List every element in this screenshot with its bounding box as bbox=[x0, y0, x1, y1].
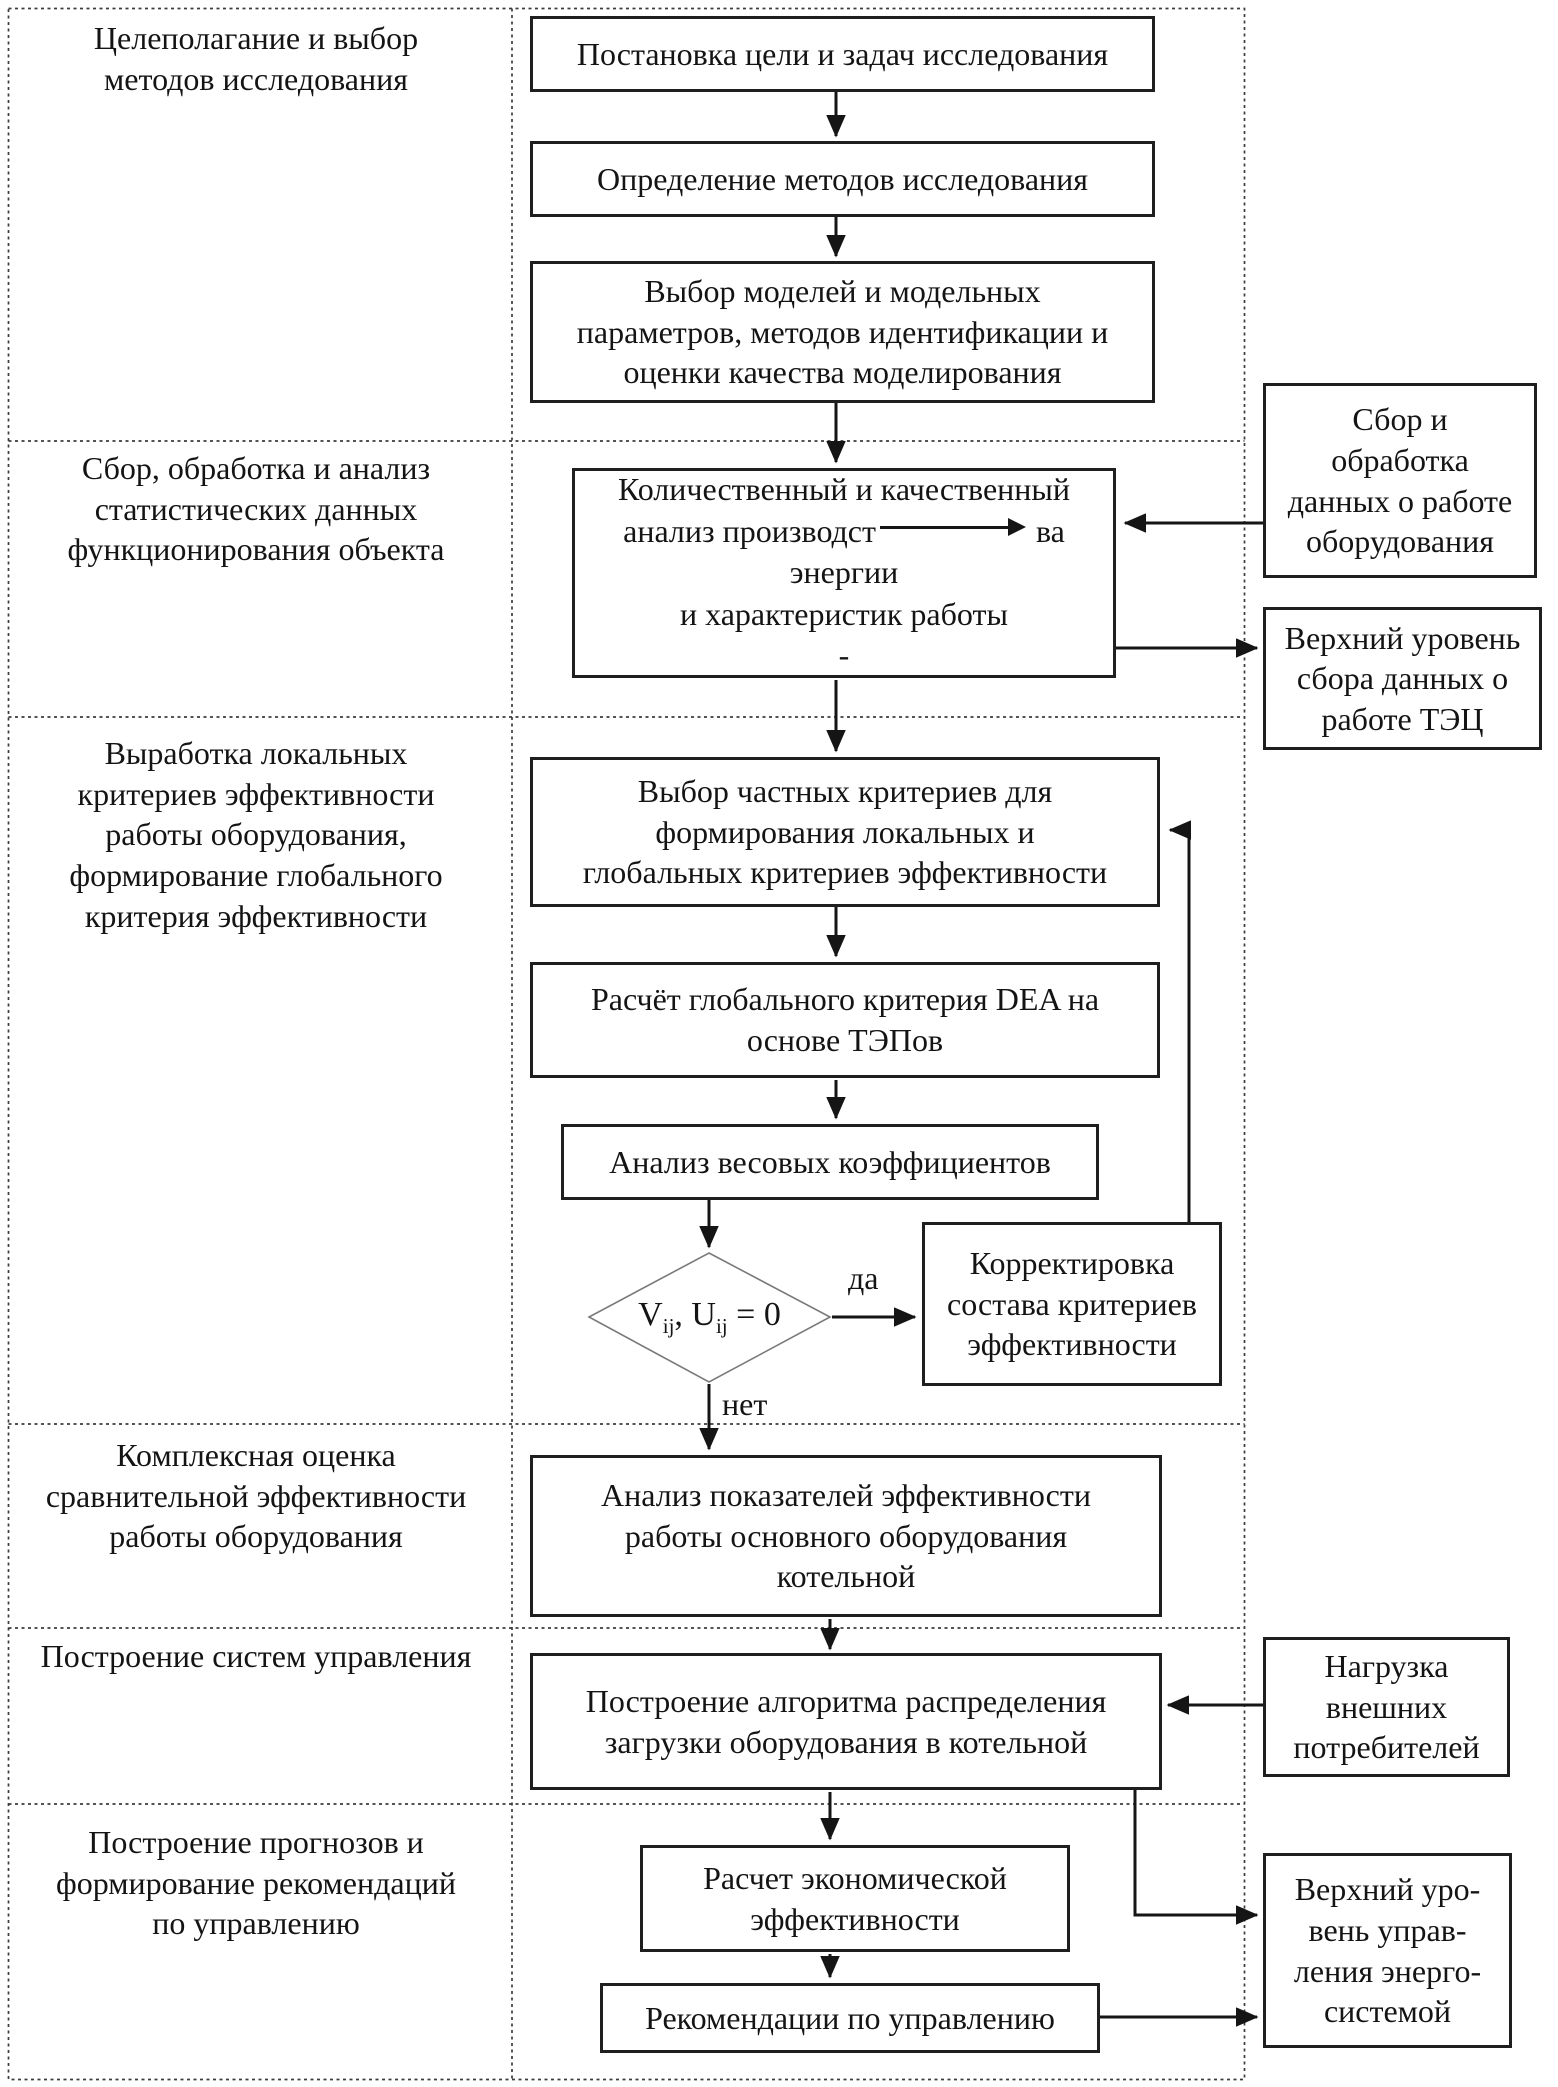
decision-label: Vij, Uij = 0 bbox=[589, 1293, 830, 1336]
arrow-algorithm-to-upper-energy bbox=[1133, 1790, 1259, 1925]
quant-analysis-content: Количественный и качественный анализ про… bbox=[585, 469, 1103, 677]
quant-analysis-line5: - bbox=[838, 637, 850, 674]
external-box-upper-energy-label: Верхний уро- вень управ- ления энерго- с… bbox=[1293, 1871, 1482, 2030]
process-box-correction-label: Корректировка состава критериев эффектив… bbox=[947, 1245, 1197, 1363]
decision-v-sub: ij bbox=[662, 1313, 675, 1338]
quant-analysis-line2-right: ва bbox=[1035, 512, 1065, 549]
dashed-frame bbox=[7, 7, 1246, 2081]
stage-label-forecasts: Построение прогнозов и формирование реко… bbox=[56, 1824, 456, 1942]
decision-diamond-shape bbox=[587, 1252, 832, 1383]
process-box-methods: Определение методов исследования bbox=[530, 141, 1155, 217]
decision-comma-u: , U bbox=[674, 1296, 716, 1333]
decision-u-sub: ij bbox=[715, 1313, 728, 1338]
process-box-economic-label: Расчет экономической эффективности bbox=[703, 1859, 1007, 1937]
process-box-correction: Корректировка состава критериев эффектив… bbox=[922, 1222, 1222, 1386]
branch-label-yes: да bbox=[848, 1260, 879, 1296]
external-box-data-collect: Сбор и обработка данных о работе оборудо… bbox=[1263, 383, 1537, 578]
process-box-algorithm-label: Построение алгоритма распределения загру… bbox=[585, 1682, 1107, 1760]
external-box-upper-tec-label: Верхний уровень сбора данных о работе ТЭ… bbox=[1284, 619, 1521, 737]
process-box-recommendations-label: Рекомендации по управлению bbox=[645, 1999, 1055, 2036]
quant-analysis-line1: Количественный и качественный bbox=[617, 471, 1071, 508]
stage-label-complex-assessment: Комплексная оценка сравнительной эффекти… bbox=[45, 1437, 467, 1555]
stage-label-control-systems: Построение систем управления bbox=[40, 1638, 472, 1674]
process-box-quant-analysis: Количественный и качественный анализ про… bbox=[572, 468, 1116, 678]
process-box-criteria-label: Выбор частных критериев для формирования… bbox=[582, 773, 1108, 891]
process-box-methods-label: Определение методов исследования bbox=[596, 160, 1089, 197]
external-box-load-label: Нагрузка внешних потребителей bbox=[1293, 1648, 1480, 1766]
process-box-algorithm: Построение алгоритма распределения загру… bbox=[530, 1653, 1162, 1790]
process-box-dea-label: Расчёт глобального критерия DEA на основ… bbox=[590, 981, 1100, 1058]
process-box-goal: Постановка цели и задач исследования bbox=[530, 16, 1155, 92]
process-box-indicators-label: Анализ показателей эффективности работы … bbox=[601, 1477, 1091, 1595]
process-box-economic: Расчет экономической эффективности bbox=[640, 1845, 1070, 1952]
decision-v: V bbox=[638, 1296, 663, 1333]
inline-right-arrow bbox=[879, 518, 1026, 537]
external-box-upper-tec: Верхний уровень сбора данных о работе ТЭ… bbox=[1263, 607, 1542, 750]
stage-label-criteria: Выработка локальных критериев эффективно… bbox=[69, 735, 443, 934]
process-box-dea: Расчёт глобального критерия DEA на основ… bbox=[530, 962, 1160, 1078]
quant-analysis-line3: энергии bbox=[789, 554, 899, 591]
stage-label-data-collection: Сбор, обработка и анализ статистических … bbox=[67, 450, 445, 568]
decision-eq: = 0 bbox=[727, 1296, 781, 1333]
process-box-criteria: Выбор частных критериев для формирования… bbox=[530, 757, 1160, 907]
process-box-weights: Анализ весовых коэффициентов bbox=[561, 1124, 1099, 1200]
quant-analysis-line4: и характеристик работы bbox=[680, 595, 1008, 632]
external-box-load: Нагрузка внешних потребителей bbox=[1263, 1637, 1510, 1777]
process-box-goal-label: Постановка цели и задач исследования bbox=[576, 35, 1109, 72]
external-box-upper-energy: Верхний уро- вень управ- ления энерго- с… bbox=[1263, 1853, 1512, 2048]
process-box-models-label: Выбор моделей и модельных параметров, ме… bbox=[576, 273, 1109, 391]
quant-analysis-line2: анализ производст ва bbox=[585, 511, 1103, 553]
arrow-correction-feedback-to-criteria bbox=[1168, 820, 1191, 1222]
process-box-models: Выбор моделей и модельных параметров, ме… bbox=[530, 261, 1155, 403]
branch-label-no: нет bbox=[722, 1386, 768, 1422]
external-box-data-collect-label: Сбор и обработка данных о работе оборудо… bbox=[1287, 401, 1513, 560]
process-box-indicators: Анализ показателей эффективности работы … bbox=[530, 1455, 1162, 1617]
stage-label-goal-setting: Целеполагание и выбор методов исследован… bbox=[93, 20, 419, 97]
process-box-recommendations: Рекомендации по управлению bbox=[600, 1983, 1100, 2053]
process-box-weights-label: Анализ весовых коэффициентов bbox=[609, 1143, 1051, 1180]
quant-analysis-line2-left: анализ производст bbox=[623, 512, 876, 549]
